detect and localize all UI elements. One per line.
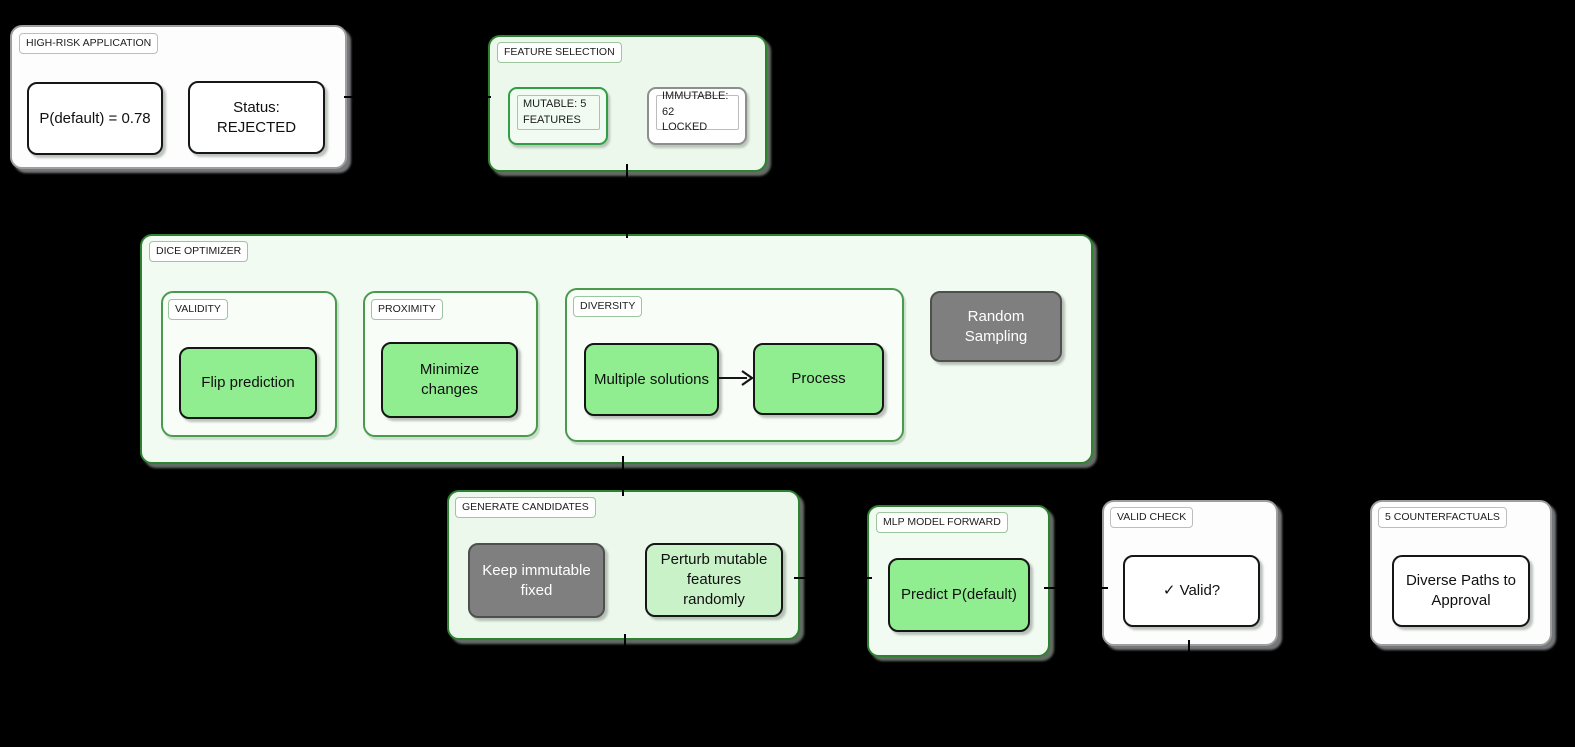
container-label-feature-selection: FEATURE SELECTION (497, 42, 622, 63)
node-mutable-features[interactable]: MUTABLE: 5 FEATURES (508, 87, 608, 145)
node-random-sampling[interactable]: Random Sampling (930, 291, 1062, 362)
node-text: ✓ Valid? (1162, 582, 1221, 600)
node-predict-p-default[interactable]: Predict P(default) (888, 558, 1030, 632)
container-label-valid-check: VALID CHECK (1110, 507, 1194, 528)
container-label-diversity: DIVERSITY (573, 296, 643, 317)
node-process[interactable]: Process (753, 343, 884, 415)
node-text: IMMUTABLE: 62 LOCKED (662, 89, 729, 134)
container-label-5-counterfactuals: 5 COUNTERFACTUALS (1378, 507, 1507, 528)
node-valid-question[interactable]: ✓ Valid? (1123, 555, 1260, 627)
node-text: Multiple solutions (593, 370, 710, 388)
connector-validcheck-bottom (1188, 640, 1190, 667)
node-flip-prediction[interactable]: Flip prediction (179, 347, 317, 419)
container-label-mlp-model-forward: MLP MODEL FORWARD (876, 512, 1008, 533)
node-text: Keep immutable fixed (482, 561, 591, 599)
container-label-generate-candidates: GENERATE CANDIDATES (455, 497, 596, 518)
connector-featureselection-to-dice (626, 164, 628, 238)
node-perturb-mutable-features[interactable]: Perturb mutable features randomly (645, 543, 783, 617)
node-text: Flip prediction (201, 374, 295, 392)
connector-highrisk-to-featureselection (344, 96, 491, 98)
node-keep-immutable-fixed[interactable]: Keep immutable fixed (468, 543, 605, 618)
node-multiple-solutions[interactable]: Multiple solutions (584, 343, 719, 416)
node-inner-frame: MUTABLE: 5 FEATURES (517, 95, 600, 130)
node-p-default[interactable]: P(default) = 0.78 (27, 82, 163, 155)
node-text: Random Sampling (964, 307, 1028, 345)
node-inner-frame: IMMUTABLE: 62 LOCKED (656, 90, 739, 133)
container-label-proximity: PROXIMITY (371, 299, 443, 320)
node-text: Status: REJECTED (216, 98, 297, 136)
container-label-high-risk-application: HIGH-RISK APPLICATION (19, 33, 159, 54)
node-text: Predict P(default) (901, 586, 1017, 604)
connector-generate-bottom (624, 634, 626, 662)
node-status-rejected[interactable]: Status: REJECTED (188, 81, 325, 154)
container-label-dice-optimizer: DICE OPTIMIZER (149, 241, 249, 262)
connector-generate-to-mlp (794, 577, 872, 579)
node-text: Process (791, 370, 846, 388)
node-immutable-locked[interactable]: IMMUTABLE: 62 LOCKED (647, 87, 747, 145)
node-text: Diverse Paths to Approval (1405, 572, 1517, 609)
container-label-validity: VALIDITY (168, 299, 228, 320)
node-text: MUTABLE: 5 FEATURES (523, 97, 587, 126)
node-diverse-paths-to-approval[interactable]: Diverse Paths to Approval (1392, 555, 1530, 627)
node-text: Minimize changes (419, 361, 480, 398)
arrowhead-icon (741, 370, 754, 386)
node-text: Perturb mutable features randomly (660, 551, 768, 608)
node-minimize-changes[interactable]: Minimize changes (381, 342, 518, 418)
node-text: P(default) = 0.78 (39, 109, 151, 127)
connector-mlp-to-validcheck (1044, 587, 1108, 589)
connector-dice-to-generate (622, 456, 624, 496)
edge-multiple-solutions-to-process (719, 377, 747, 379)
